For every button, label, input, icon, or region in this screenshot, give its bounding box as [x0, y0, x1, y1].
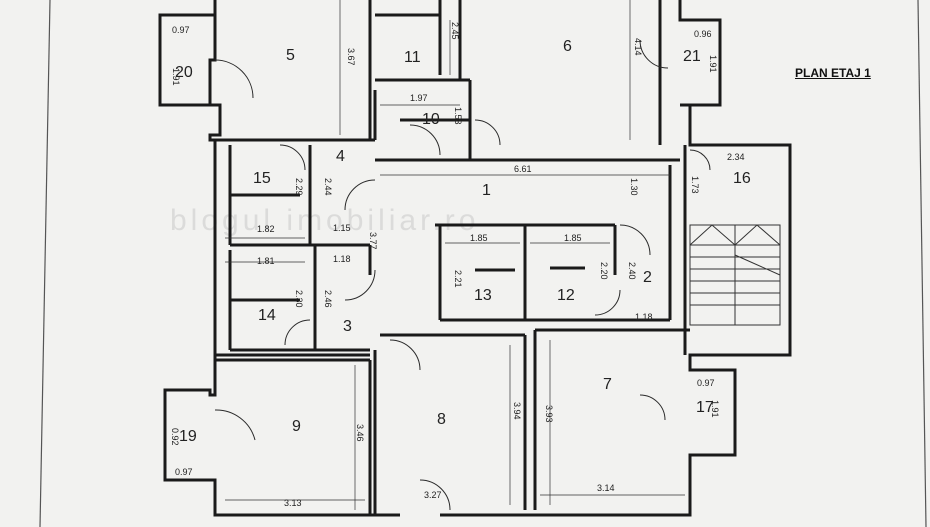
dim-label: 2.46: [323, 290, 333, 308]
room-label-16: 16: [733, 170, 751, 187]
dim-label: 2.21: [453, 270, 463, 288]
dim-label: 1.91: [710, 400, 720, 418]
sheet-margin-right: [917, 0, 927, 527]
dim-label: 0.97: [175, 467, 193, 477]
room-label-1: 1: [482, 182, 491, 199]
room-label-12: 12: [557, 287, 575, 304]
dim-label: 1.15: [333, 223, 351, 233]
dim-label: 3.94: [512, 402, 522, 420]
interior-walls: [215, 0, 690, 515]
dim-label: 0.97: [172, 25, 190, 35]
dim-label: 1.85: [470, 233, 488, 243]
dim-label: 2.40: [627, 262, 637, 280]
staircase: [689, 224, 781, 326]
room-label-3: 3: [343, 318, 352, 335]
dim-label: 1.97: [410, 93, 428, 103]
dim-label: 0.97: [697, 378, 715, 388]
dim-label: 3.67: [346, 48, 356, 66]
dim-label: 1.30: [629, 178, 639, 196]
plan-title: PLAN ETAJ 1: [795, 66, 871, 80]
outer-walls: [158, 0, 792, 517]
room-label-7: 7: [603, 376, 612, 393]
room-label-6: 6: [563, 38, 572, 55]
room-label-17: 17: [696, 399, 714, 416]
dimension-labels: 0.97 1.91 3.67 2.45 4.14 0.96 1.91 1.97 …: [170, 22, 745, 508]
dim-label: 6.61: [514, 164, 532, 174]
room-label-4: 4: [336, 148, 345, 165]
room-label-15: 15: [253, 170, 271, 187]
dim-label: 1.18: [333, 254, 351, 264]
room-label-10: 10: [422, 111, 440, 128]
dimension-lines: [225, 0, 685, 510]
dim-label: 2.29: [294, 178, 304, 196]
dim-label: 1.18: [635, 312, 653, 322]
dim-label: 4.14: [633, 38, 643, 56]
room-label-14: 14: [258, 307, 276, 324]
room-label-5: 5: [286, 47, 295, 64]
dim-label: 3.93: [544, 405, 554, 423]
dim-label: 3.77: [368, 232, 378, 250]
room-label-2: 2: [643, 269, 652, 286]
room-label-20: 20: [175, 64, 193, 81]
dim-label: 2.20: [599, 262, 609, 280]
watermark-text: blogul imobiliar.ro: [170, 204, 479, 237]
room-label-13: 13: [474, 287, 492, 304]
dim-label: 2.30: [294, 290, 304, 308]
dim-label: 0.92: [170, 428, 180, 446]
dim-label: 1.91: [708, 55, 718, 73]
dim-label: 3.13: [284, 498, 302, 508]
dim-label: 1.73: [690, 176, 700, 194]
dim-label: 1.82: [257, 224, 275, 234]
room-label-11: 11: [404, 49, 421, 66]
room-label-8: 8: [437, 411, 446, 428]
dim-label: 1.85: [564, 233, 582, 243]
dim-label: 3.14: [597, 483, 615, 493]
dim-label: 1.81: [257, 256, 275, 266]
room-labels: 5 11 6 20 21 10 4 15 1 16 2 13 12 14 3 7…: [175, 38, 751, 445]
dim-label: 2.45: [450, 22, 460, 40]
sheet-margin-left: [39, 0, 51, 527]
dim-label: 2.44: [323, 178, 333, 196]
dim-label: 0.96: [694, 29, 712, 39]
door-swings: [214, 39, 711, 511]
room-label-21: 21: [683, 48, 701, 65]
dim-label: 3.46: [355, 424, 365, 442]
dim-label: 2.34: [727, 152, 745, 162]
dim-label: 3.27: [424, 490, 442, 500]
dim-label: 1.53: [453, 107, 463, 125]
room-label-9: 9: [292, 418, 301, 435]
room-label-19: 19: [179, 428, 197, 445]
dim-label: 1.91: [171, 68, 181, 86]
